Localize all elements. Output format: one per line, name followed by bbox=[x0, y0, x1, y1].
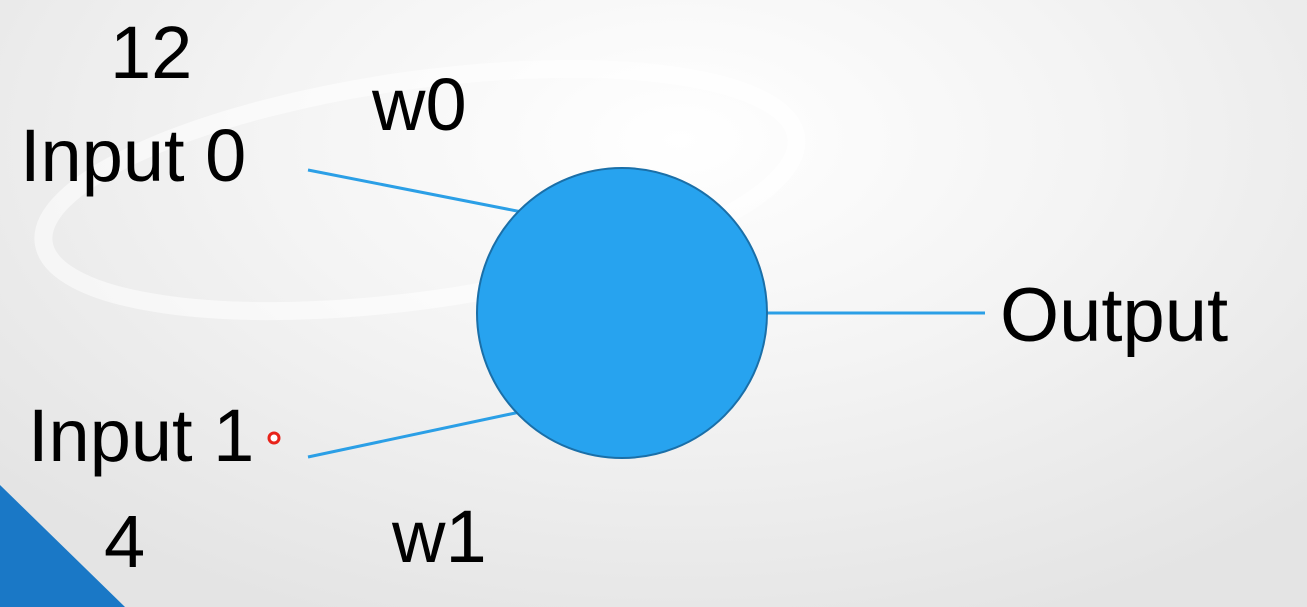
connection-input-0 bbox=[307, 168, 523, 214]
input-1-label: Input 1 bbox=[28, 394, 255, 477]
weight-0-label: w0 bbox=[372, 63, 467, 146]
background-swoosh bbox=[34, 59, 806, 321]
pointer-cursor-icon bbox=[267, 431, 281, 445]
output-label: Output bbox=[1000, 273, 1229, 358]
input-1-value: 4 bbox=[104, 500, 146, 583]
connection-input-1 bbox=[307, 410, 521, 459]
corner-accent-triangle bbox=[0, 485, 125, 607]
neuron-node bbox=[476, 167, 768, 459]
weight-1-label: w1 bbox=[392, 495, 487, 578]
input-0-label: Input 0 bbox=[20, 114, 247, 197]
input-0-value: 12 bbox=[110, 11, 193, 94]
